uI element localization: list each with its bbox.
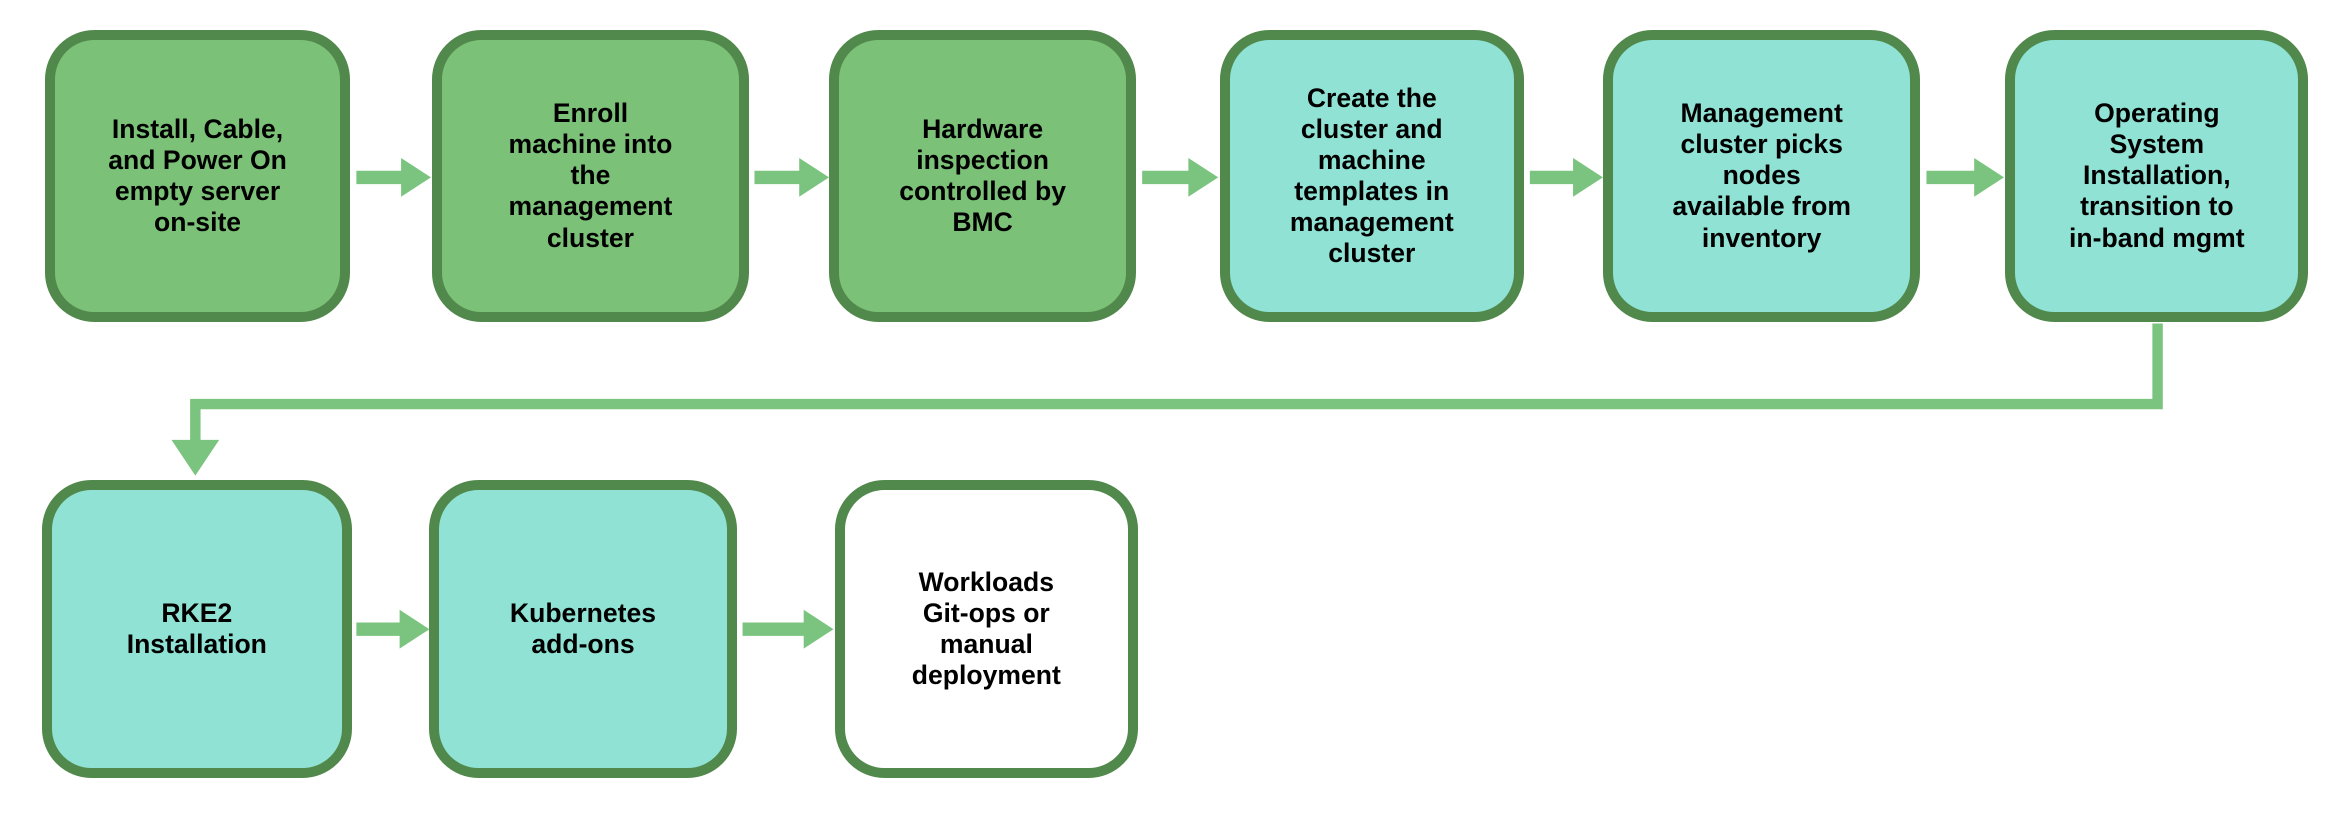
node-label: Hardware inspection controlled by BMC xyxy=(899,113,1066,238)
enroll-machine-node[interactable]: Enroll machine into the management clust… xyxy=(432,29,749,323)
node-label: Management cluster picks nodes available… xyxy=(1672,98,1851,253)
arrow-management-picks-to-os-install xyxy=(1926,158,2004,197)
arrow-os-install-to-rke2-elbow-head xyxy=(171,439,220,476)
management-cluster-picks-nodes-node[interactable]: Management cluster picks nodes available… xyxy=(1602,29,1921,323)
node-label: Create the cluster and machine templates… xyxy=(1289,82,1454,269)
rke2-installation-node[interactable]: RKE2 Installation xyxy=(41,480,352,779)
arrow-create-cluster-to-management-picks xyxy=(1529,158,1603,197)
arrow-hardware-to-create-cluster xyxy=(1142,158,1219,197)
workloads-deployment-node[interactable]: Workloads Git-ops or manual deployment xyxy=(835,480,1138,779)
install-cable-power-on-node[interactable]: Install, Cable, and Power On empty serve… xyxy=(44,29,351,323)
arrow-enroll-to-hardware xyxy=(754,158,830,197)
node-label: RKE2 Installation xyxy=(126,598,267,660)
operating-system-installation-node[interactable]: Operating System Installation, transitio… xyxy=(2005,29,2309,323)
node-label: Enroll machine into the management clust… xyxy=(508,98,673,253)
kubernetes-addons-node[interactable]: Kubernetes add-ons xyxy=(429,480,737,779)
node-label: Operating System Installation, transitio… xyxy=(2069,98,2245,253)
connector-group xyxy=(171,158,2163,649)
node-label: Install, Cable, and Power On empty serve… xyxy=(108,113,287,238)
node-label: Kubernetes add-ons xyxy=(509,598,657,660)
arrow-kubernetes-addons-to-workloads xyxy=(742,609,834,649)
arrow-rke2-to-kubernetes-addons xyxy=(356,609,430,649)
arrow-install-to-enroll xyxy=(356,158,431,197)
create-cluster-and-machine-templates-node[interactable]: Create the cluster and machine templates… xyxy=(1219,29,1524,323)
node-label: Workloads Git-ops or manual deployment xyxy=(911,567,1061,691)
arrow-os-install-to-rke2-elbow xyxy=(190,323,2163,443)
hardware-inspection-node[interactable]: Hardware inspection controlled by BMC xyxy=(829,29,1137,323)
